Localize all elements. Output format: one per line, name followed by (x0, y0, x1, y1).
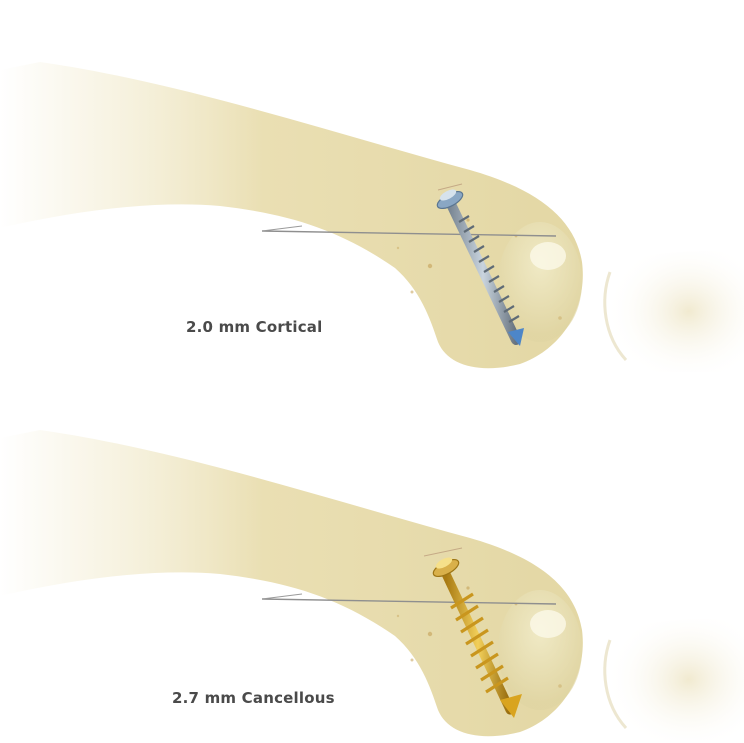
caption-cancellous: 2.7 mm Cancellous (172, 689, 335, 707)
caption-cortical: 2.0 mm Cortical (186, 318, 322, 336)
bone-illustration-cortical (0, 0, 744, 372)
illustration-panel-cancellous: 2.7 mm Cancellous (0, 368, 744, 740)
bone-illustration-cancellous (0, 368, 744, 740)
illustration-panel-cortical: 2.0 mm Cortical (0, 0, 744, 372)
